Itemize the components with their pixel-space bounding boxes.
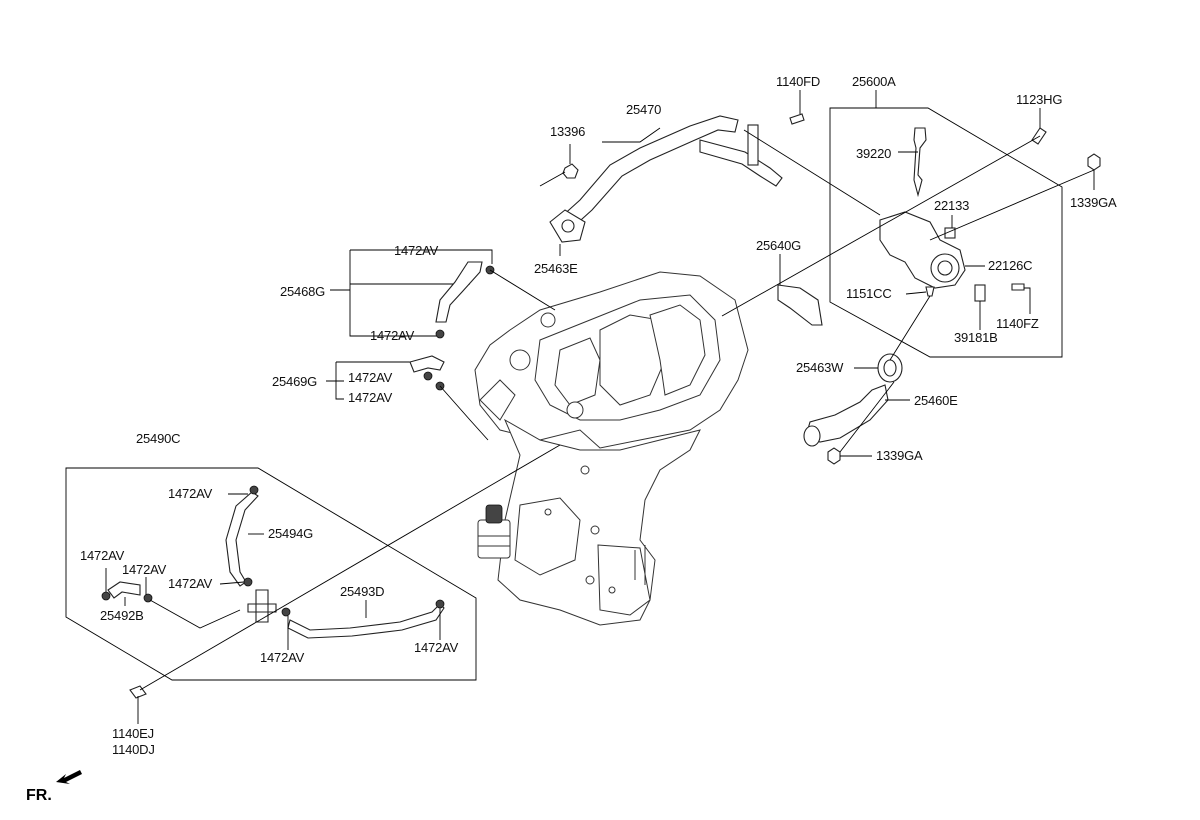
front-arrow-icon — [56, 770, 82, 784]
bolt-1140fd — [789, 113, 805, 125]
label-1140dj: 1140DJ — [112, 742, 155, 757]
label-1339ga-bottom: 1339GA — [876, 448, 923, 463]
label-1339ga-top: 1339GA — [1070, 195, 1117, 210]
nut-1339ga-bottom — [827, 447, 841, 465]
sensor-39220 — [913, 127, 927, 198]
label-1140ej: 1140EJ — [112, 726, 154, 741]
label-25494g: 25494G — [268, 526, 313, 541]
label-1140fz: 1140FZ — [996, 316, 1039, 331]
fitting-25460e — [805, 384, 889, 443]
label-25463e: 25463E — [534, 261, 578, 276]
label-25492b: 25492B — [100, 608, 144, 623]
label-25463w: 25463W — [796, 360, 844, 375]
label-1472av-c: 1472AV — [348, 370, 393, 385]
connector-25490c — [247, 589, 277, 623]
label-25600a: 25600A — [852, 74, 896, 89]
bolt-1140fz — [1011, 283, 1025, 291]
label-1472av-g: 1472AV — [122, 562, 167, 577]
leader-lines — [105, 90, 1095, 724]
label-1472av-e: 1472AV — [168, 486, 213, 501]
gasket-25640g — [777, 284, 823, 326]
pipe-25470 — [559, 115, 739, 229]
label-1472av-h: 1472AV — [168, 576, 213, 591]
hose-25494g — [225, 491, 259, 587]
label-25640g: 25640G — [756, 238, 801, 253]
label-1472av-d: 1472AV — [348, 390, 393, 405]
bolt-1151cc — [925, 286, 935, 297]
label-25470: 25470 — [626, 102, 661, 117]
label-1151cc: 1151CC — [846, 286, 892, 301]
label-25469g: 25469G — [272, 374, 317, 389]
hose-25492b — [107, 581, 141, 599]
label-22126c: 22126C — [988, 258, 1032, 273]
front-indicator-label: FR. — [26, 787, 52, 804]
engine-assembly — [474, 271, 749, 626]
label-1472av-b: 1472AV — [370, 328, 415, 343]
label-1472av-f: 1472AV — [80, 548, 125, 563]
label-1472av-j: 1472AV — [414, 640, 459, 655]
label-25493d: 25493D — [340, 584, 384, 599]
hose-25468g — [435, 261, 483, 323]
label-39181b: 39181B — [954, 330, 998, 345]
label-25490c: 25490C — [136, 431, 180, 446]
label-1140fd: 1140FD — [776, 74, 820, 89]
bracket-25469g — [326, 361, 410, 400]
group-box-25490c — [65, 467, 477, 681]
label-1472av-i: 1472AV — [260, 650, 305, 665]
group-box-25600a — [829, 107, 1063, 358]
bolt-1123hg — [1031, 127, 1047, 145]
label-39220: 39220 — [856, 146, 891, 161]
part-labels: 25470 13396 1140FD 25600A 1123HG 39220 1… — [26, 74, 1117, 804]
bracket-1140fd — [747, 124, 759, 166]
label-25468g: 25468G — [280, 284, 325, 299]
label-1472av-a: 1472AV — [394, 243, 439, 258]
label-1123hg: 1123HG — [1016, 92, 1062, 107]
bracket-25468g — [330, 249, 493, 337]
label-13396: 13396 — [550, 124, 585, 139]
hose-25493d — [287, 603, 445, 639]
nut-1339ga-top — [1087, 153, 1101, 171]
nut-13396 — [562, 163, 579, 179]
hose-25469g — [409, 355, 445, 373]
label-25460e: 25460E — [914, 393, 958, 408]
label-22133: 22133 — [934, 198, 969, 213]
pipe-25470-branch — [699, 139, 783, 187]
